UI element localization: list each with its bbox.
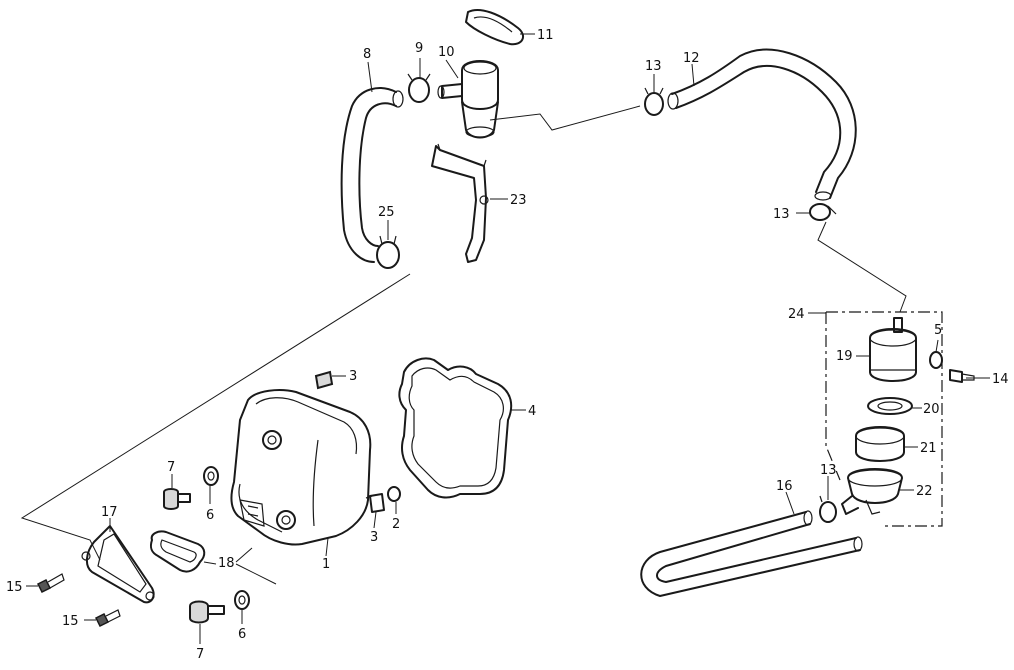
routing-line-filter — [817, 221, 907, 313]
part-17-breather-plate — [81, 518, 155, 604]
callout-21: 21 — [920, 441, 937, 456]
callout-3-lower: 3 — [370, 530, 378, 545]
part-6-washer-lower — [234, 590, 250, 624]
part-3-plug-upper — [314, 370, 346, 390]
part-25-clamp — [376, 220, 400, 269]
callout-9: 9 — [415, 41, 423, 56]
part-23-bracket — [431, 143, 508, 263]
callout-24: 24 — [788, 307, 805, 322]
callout-20: 20 — [923, 402, 940, 417]
routing-line-hose8 — [20, 273, 411, 561]
part-9-clamp — [407, 58, 431, 103]
part-13-clamp-middle — [796, 203, 837, 221]
callout-13-middle: 13 — [773, 207, 790, 222]
callout-19: 19 — [836, 349, 853, 364]
part-19-filter-cap — [856, 317, 917, 382]
callout-15-lower: 15 — [62, 614, 79, 629]
callout-18: 18 — [218, 556, 235, 571]
part-15-bolt-upper — [26, 573, 65, 594]
part-18-grommet — [149, 530, 277, 585]
group-24-outline — [808, 311, 943, 527]
callout-5: 5 — [934, 323, 942, 338]
callout-11: 11 — [537, 28, 554, 43]
callout-7-lower: 7 — [196, 647, 204, 662]
callout-6-lower: 6 — [238, 627, 246, 642]
callout-6-upper: 6 — [206, 508, 214, 523]
callout-22: 22 — [916, 484, 933, 499]
part-12-hose — [667, 48, 857, 201]
part-15-bolt-lower — [84, 609, 121, 628]
part-4-cover-gasket — [398, 357, 526, 499]
callout-1: 1 — [322, 557, 330, 572]
callout-23: 23 — [510, 193, 527, 208]
part-22-filter-bowl — [841, 468, 914, 515]
callout-13-lower: 13 — [820, 463, 837, 478]
callout-13-upper: 13 — [645, 59, 662, 74]
callout-17: 17 — [101, 505, 118, 520]
part-5-washer — [929, 339, 943, 369]
part-7-bolt-upper — [163, 474, 191, 510]
part-10-valve — [437, 59, 499, 139]
part-13-clamp-lower — [819, 476, 837, 523]
part-7-bolt-lower — [189, 600, 225, 644]
callout-4: 4 — [528, 404, 536, 419]
part-8-hose — [340, 61, 404, 263]
part-20-gasket — [867, 397, 922, 415]
routing-line-valve — [489, 105, 641, 131]
part-1-head-cover — [230, 389, 372, 557]
part-16-drain-hose — [640, 491, 863, 597]
callout-8: 8 — [363, 47, 371, 62]
callout-10: 10 — [438, 45, 455, 60]
part-3-plug-lower — [365, 493, 385, 529]
callout-3-upper: 3 — [349, 369, 357, 384]
callout-25: 25 — [378, 205, 395, 220]
part-11-seal — [465, 9, 535, 46]
callout-2: 2 — [392, 517, 400, 532]
callout-14: 14 — [992, 372, 1009, 387]
callout-16: 16 — [776, 479, 793, 494]
part-21-filter-element — [855, 426, 918, 462]
callout-15-upper: 15 — [6, 580, 23, 595]
callout-7-upper: 7 — [167, 460, 175, 475]
part-13-clamp-upper — [644, 74, 664, 116]
part-14-bolt — [949, 369, 990, 383]
part-2-oring — [387, 486, 401, 514]
callout-12: 12 — [683, 51, 700, 66]
part-6-washer-upper — [203, 466, 219, 504]
